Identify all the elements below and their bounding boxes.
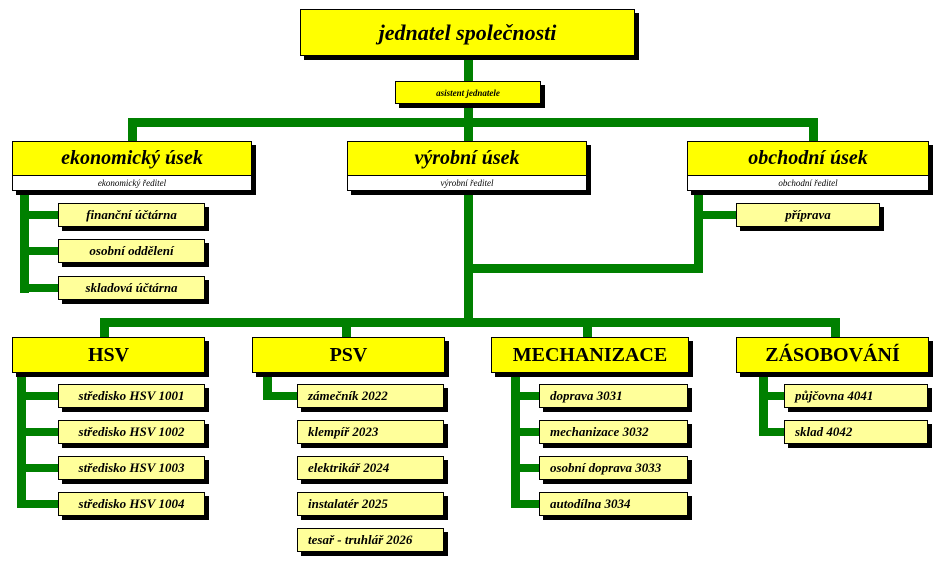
connector	[128, 118, 137, 146]
unit-box: elektrikář 2024	[297, 456, 444, 480]
connector	[342, 318, 351, 338]
division-title: obchodní úsek	[688, 142, 928, 176]
connector	[17, 500, 58, 508]
unit-box: osobní oddělení	[58, 239, 205, 263]
connector	[694, 211, 736, 219]
connector	[511, 392, 539, 400]
unit-box: středisko HSV 1004	[58, 492, 205, 516]
unit-box: zámečník 2022	[297, 384, 444, 408]
assistant-box: asistent jednatele	[395, 81, 541, 104]
unit-box: doprava 3031	[539, 384, 688, 408]
connector	[759, 428, 784, 436]
connector	[759, 372, 768, 436]
connector	[511, 428, 539, 436]
connector	[263, 392, 297, 400]
connector	[583, 318, 592, 338]
connector	[20, 190, 29, 293]
division-director: obchodní ředitel	[688, 176, 928, 190]
division-sales: obchodní úsek obchodní ředitel	[687, 141, 929, 191]
connector	[809, 118, 818, 146]
department-zasobovani: ZÁSOBOVÁNÍ	[736, 337, 929, 373]
connector	[511, 464, 539, 472]
division-production: výrobní úsek výrobní ředitel	[347, 141, 587, 191]
unit-box: středisko HSV 1003	[58, 456, 205, 480]
connector	[511, 372, 520, 508]
connector	[17, 372, 26, 508]
department-psv: PSV	[252, 337, 445, 373]
unit-box: tesař - truhlář 2026	[297, 528, 444, 552]
unit-box: instalatér 2025	[297, 492, 444, 516]
connector	[20, 247, 58, 255]
unit-box: skladová účtárna	[58, 276, 205, 300]
connector	[20, 284, 58, 292]
division-title: ekonomický úsek	[13, 142, 251, 176]
unit-box: autodílna 3034	[539, 492, 688, 516]
connector	[464, 264, 703, 273]
division-director: ekonomický ředitel	[13, 176, 251, 190]
unit-box: mechanizace 3032	[539, 420, 688, 444]
unit-box: středisko HSV 1001	[58, 384, 205, 408]
connector	[128, 118, 818, 127]
connector	[759, 392, 784, 400]
connector	[694, 190, 703, 272]
connector	[17, 428, 58, 436]
unit-box: půjčovna 4041	[784, 384, 928, 408]
connector	[511, 500, 539, 508]
connector	[831, 318, 840, 338]
department-hsv: HSV	[12, 337, 205, 373]
connector	[263, 372, 272, 400]
unit-box: klempíř 2023	[297, 420, 444, 444]
ceo-box: jednatel společnosti	[300, 9, 635, 56]
connector	[100, 318, 109, 338]
unit-box: sklad 4042	[784, 420, 928, 444]
unit-box: osobní doprava 3033	[539, 456, 688, 480]
unit-box: středisko HSV 1002	[58, 420, 205, 444]
division-title: výrobní úsek	[348, 142, 586, 176]
division-director: výrobní ředitel	[348, 176, 586, 190]
connector	[20, 211, 58, 219]
department-mechanizace: MECHANIZACE	[491, 337, 689, 373]
connector	[17, 464, 58, 472]
unit-box: příprava	[736, 203, 880, 227]
division-economic: ekonomický úsek ekonomický ředitel	[12, 141, 252, 191]
connector	[100, 318, 840, 327]
unit-box: finanční účtárna	[58, 203, 205, 227]
connector	[17, 392, 58, 400]
